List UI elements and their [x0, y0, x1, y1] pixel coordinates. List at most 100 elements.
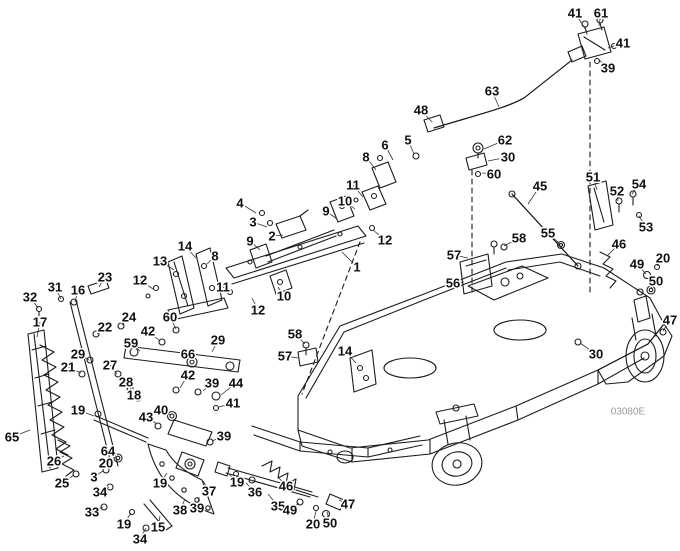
callout-leader: [452, 281, 465, 284]
callout-label: 55: [541, 226, 555, 241]
callout-label: 30: [501, 150, 515, 165]
callout-label: 58: [512, 231, 526, 246]
callout-leader: [133, 394, 140, 402]
callout-label: 51: [586, 170, 600, 185]
callout-label: 57: [278, 349, 292, 364]
callout-label: 19: [71, 403, 85, 418]
callout-leader: [211, 339, 219, 353]
callout-leader: [36, 321, 41, 338]
deck-assembly: [251, 240, 673, 464]
callout-leader: [98, 276, 106, 288]
callout-leader: [249, 240, 261, 251]
callout-leader: [579, 342, 597, 355]
callout-label: 22: [98, 320, 112, 335]
callout-leader: [483, 139, 506, 150]
callout-leader: [344, 200, 356, 210]
callout-label: 34: [93, 485, 108, 500]
callout-label: 49: [283, 503, 297, 518]
callout-label: 28: [119, 375, 133, 390]
callout-leader: [139, 527, 147, 540]
callout-leader: [91, 506, 104, 513]
hanger-brackets: [123, 152, 420, 373]
callout-label: 23: [98, 270, 112, 285]
callout-leader: [420, 109, 433, 123]
callout-leader: [384, 144, 394, 161]
callout-leader: [220, 382, 237, 396]
callout-label: 20: [656, 251, 670, 266]
callout-label: 6: [381, 138, 388, 153]
callout-label: 57: [447, 248, 461, 263]
callout-leader: [218, 402, 234, 408]
callout-label: 19: [153, 476, 167, 491]
callout-leader: [527, 185, 541, 205]
callout-label: 26: [47, 454, 61, 469]
callout-label: 65: [5, 430, 19, 445]
callout-label: 29: [211, 333, 225, 348]
callout-leader: [650, 280, 657, 289]
callout-label: 19: [117, 517, 131, 532]
callout-leader: [227, 472, 238, 483]
callout-label: 60: [163, 310, 177, 325]
height-adjust-sector: [100, 386, 345, 532]
callout-label: 4: [236, 196, 244, 211]
callout-leader: [202, 480, 210, 492]
callout-label: 1: [353, 260, 360, 275]
callout-leader: [157, 515, 161, 528]
callout-label: 64: [101, 444, 116, 459]
callout-leader: [160, 409, 172, 416]
callout-leader: [616, 190, 619, 202]
callout-leader: [607, 42, 624, 49]
callout-label: 52: [610, 184, 624, 199]
callout-leader: [125, 381, 132, 390]
callout-leader: [267, 493, 279, 507]
callout-leader: [344, 350, 357, 364]
callout-leader: [67, 366, 82, 374]
callout-leader: [453, 254, 469, 259]
callout-leader: [245, 482, 256, 493]
callout-leader: [29, 296, 39, 309]
callout-label: 61: [594, 6, 608, 21]
callout-label: 46: [612, 237, 626, 252]
callout-leader: [239, 202, 257, 214]
callout-label: 31: [48, 280, 62, 295]
callout-label: 20: [99, 456, 113, 471]
callout-leader: [636, 263, 647, 275]
callout-leader: [491, 90, 500, 108]
callout-label: 8: [362, 150, 369, 165]
callout-label: 27: [103, 358, 117, 373]
callout-label: 2: [268, 229, 275, 244]
callout-label: 56: [446, 276, 460, 291]
callout-label: 66: [181, 347, 195, 362]
callout-leader: [130, 342, 141, 352]
callout-label: 40: [154, 403, 168, 418]
callout-leader: [77, 409, 95, 417]
callout-label: 11: [346, 178, 360, 193]
callout-label: 41: [616, 36, 630, 51]
right-caster-wheel: [625, 288, 667, 383]
callout-leader: [123, 512, 132, 525]
callout-leader: [147, 330, 161, 342]
callout-label: 50: [323, 516, 337, 531]
callout-label: 17: [33, 315, 47, 330]
callout-label: 12: [133, 273, 147, 288]
callout-label: 59: [124, 336, 138, 351]
callout-label: 10: [277, 289, 291, 304]
callout-leader: [271, 234, 284, 237]
callout-leader: [61, 474, 75, 484]
callout-leader: [606, 243, 620, 257]
callout-leader: [631, 183, 640, 195]
callout-leader: [662, 319, 671, 332]
callout-leader: [77, 353, 90, 361]
callout-leader: [252, 221, 268, 228]
callout-leader: [278, 477, 287, 487]
callout-leader: [481, 172, 495, 175]
callout-leader: [74, 289, 79, 303]
callout-leader: [503, 237, 520, 247]
callout-label: 38: [173, 503, 187, 518]
callout-leader: [289, 502, 300, 511]
callout-label: 32: [23, 290, 37, 305]
callout-leader: [179, 374, 189, 389]
callout-leader: [547, 232, 561, 245]
